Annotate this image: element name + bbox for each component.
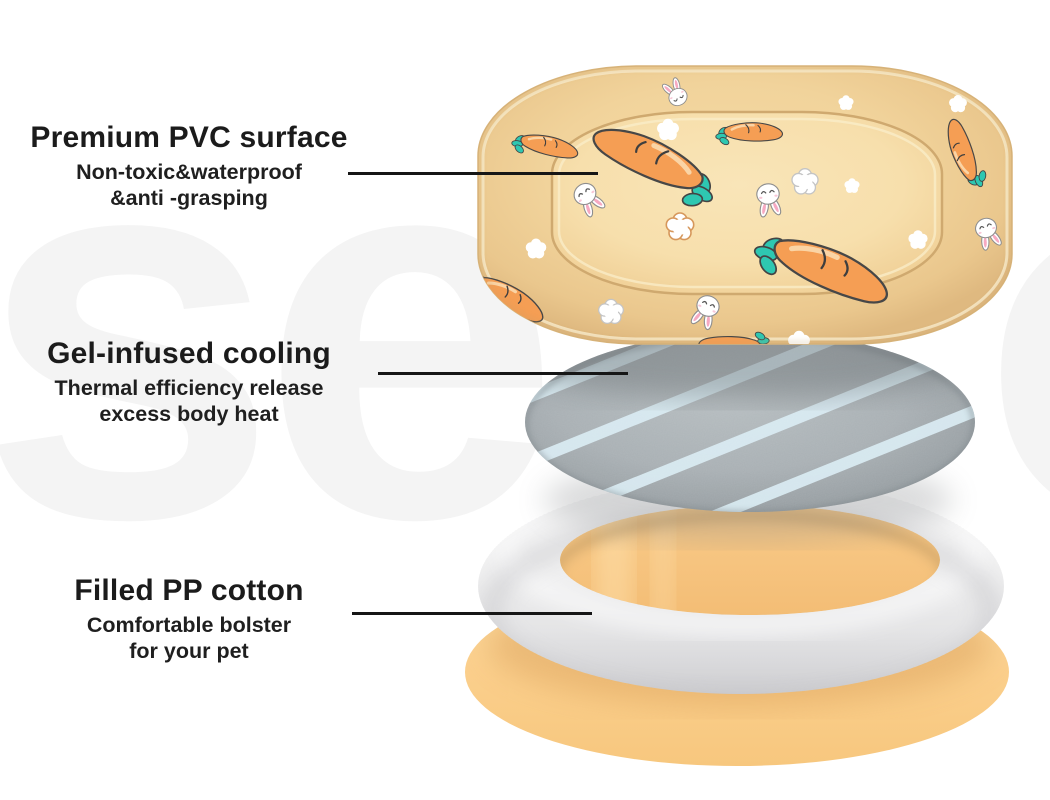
callout-title: Gel-infused cooling <box>47 337 331 370</box>
callout-gel-cooling: Gel-infused cooling Thermal efficiency r… <box>0 337 378 427</box>
leader-line-pvc <box>348 172 598 175</box>
callout-line: Thermal efficiency release <box>54 376 324 400</box>
callout-line: Comfortable bolster <box>86 613 292 637</box>
callout-title: Filled PP cotton <box>74 574 304 607</box>
gel-cooling-layer <box>525 332 975 512</box>
callout-line: &anti -grasping <box>110 186 268 210</box>
callout-line: Non-toxic&waterproof <box>76 160 302 184</box>
callout-pvc-surface: Premium PVC surface Non-toxic&waterproof… <box>0 121 378 211</box>
callout-pp-cotton: Filled PP cotton Comfortable bolster for… <box>0 574 378 664</box>
leader-line-cotton <box>352 612 592 615</box>
background-watermark-left: se <box>0 28 561 631</box>
pvc-surface-layer <box>477 65 1013 345</box>
callout-line: for your pet <box>129 639 249 663</box>
callout-line: excess body heat <box>99 402 279 426</box>
leader-line-gel <box>378 372 628 375</box>
callout-title: Premium PVC surface <box>30 121 348 154</box>
